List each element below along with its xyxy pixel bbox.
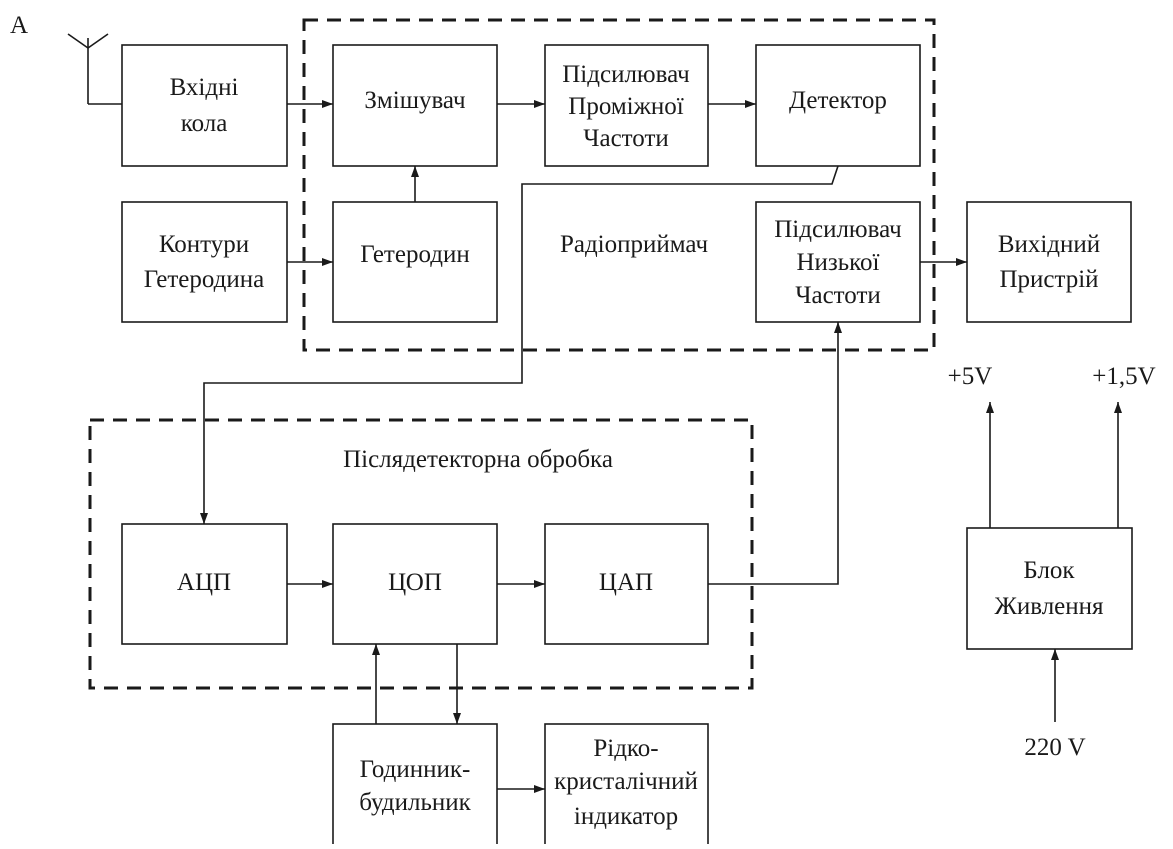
antenna-icon	[67, 33, 122, 105]
connections	[200, 100, 1122, 793]
dac-block: ЦАП	[544, 523, 709, 645]
corner-label: A	[10, 12, 28, 39]
arrow-lo-circuits-to-lo	[287, 258, 333, 266]
if-amplifier-line-2: Проміжної	[568, 93, 683, 120]
arrow-dsp-to-dac	[497, 580, 545, 588]
arrow-detector-to-adc	[200, 165, 839, 524]
lcd-indicator-block: Рідко- кристалічний індикатор	[544, 723, 709, 849]
arrow-adc-to-dsp	[287, 580, 333, 588]
alarm-clock-block: Годинник- будильник	[332, 723, 498, 849]
local-oscillator-block: Гетеродин	[332, 201, 498, 323]
lf-amplifier-line-2: Низької	[796, 249, 879, 276]
radio-receiver-label: Радіоприймач	[560, 231, 708, 258]
power-supply-block: Блок Живлення	[966, 527, 1133, 650]
if-amplifier-block: Підсилювач Проміжної Частоти	[544, 44, 709, 167]
lcd-indicator-line-1: Рідко-	[593, 735, 658, 762]
power-supply-line-2: Живлення	[994, 593, 1104, 620]
alarm-clock-line-2: будильник	[359, 789, 471, 816]
arrow-dac-to-lf	[708, 322, 842, 585]
if-amplifier-line-1: Підсилювач	[562, 61, 690, 88]
arrow-power-input	[1051, 649, 1059, 722]
output-device-line-1: Вихідний	[998, 231, 1100, 258]
input-circuits-line-1: Вхідні	[170, 74, 239, 101]
post-detection-label: Післядетекторна обробка	[343, 446, 613, 473]
arrow-clock-to-dsp	[372, 644, 380, 724]
if-amplifier-line-3: Частоти	[583, 125, 669, 152]
dsp-label: ЦОП	[388, 569, 442, 596]
radio-receiver-frame	[302, 18, 936, 352]
post-detection-frame	[88, 418, 754, 690]
lo-circuits-block: Контури Гетеродина	[121, 201, 288, 323]
arrow-lo-to-mixer	[411, 166, 419, 202]
adc-block: АЦП	[121, 523, 288, 645]
power-out-1-5v-label: +1,5V	[1092, 363, 1155, 390]
arrow-dsp-to-clock	[453, 644, 461, 724]
lcd-indicator-line-3: індикатор	[574, 803, 678, 830]
lf-amplifier-block: Підсилювач Низької Частоти	[755, 201, 921, 323]
lo-circuits-line-1: Контури	[159, 231, 249, 258]
power-supply-line-1: Блок	[1023, 557, 1075, 584]
adc-label: АЦП	[177, 569, 231, 596]
arrow-mixer-to-if	[497, 100, 545, 108]
dac-label: ЦАП	[599, 569, 653, 596]
arrow-input-to-mixer	[287, 100, 333, 108]
lcd-indicator-line-2: кристалічний	[554, 768, 698, 795]
local-oscillator-label: Гетеродин	[360, 241, 469, 268]
input-circuits-block: Вхідні кола	[121, 44, 288, 167]
lf-amplifier-line-3: Частоти	[795, 282, 881, 309]
arrow-clock-to-lcd	[497, 785, 545, 793]
dsp-block: ЦОП	[332, 523, 498, 645]
lo-circuits-line-2: Гетеродина	[144, 266, 265, 293]
output-device-line-2: Пристрій	[999, 266, 1098, 293]
mixer-block: Змішувач	[332, 44, 498, 167]
alarm-clock-line-1: Годинник-	[360, 756, 471, 783]
arrow-lf-to-output	[920, 258, 967, 266]
arrow-if-to-detector	[708, 100, 756, 108]
arrow-power-5v	[986, 402, 994, 528]
lf-amplifier-line-1: Підсилювач	[774, 216, 902, 243]
detector-label: Детектор	[789, 87, 887, 114]
mixer-label: Змішувач	[364, 87, 465, 114]
power-out-5v-label: +5V	[948, 363, 993, 390]
output-device-block: Вихідний Пристрій	[966, 201, 1132, 323]
power-input-label: 220 V	[1024, 734, 1085, 761]
detector-block: Детектор	[755, 44, 921, 167]
arrow-power-1-5v	[1114, 402, 1122, 528]
input-circuits-line-2: кола	[181, 110, 228, 137]
